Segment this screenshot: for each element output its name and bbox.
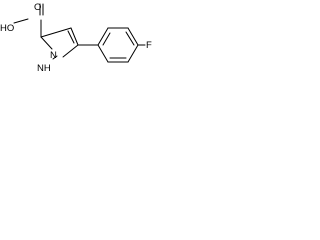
bond-oh-c [13,18,29,24]
bond-c4-c3 [40,27,72,38]
bond-c5-c4-inner [67,30,75,44]
carbonyl-oxygen-label: O [34,2,41,13]
ring-nh-label: NH [37,63,51,74]
molecule-svg: HO O N NH F [0,2,152,74]
bond-c3-n2 [40,36,53,50]
bond-benzene-1 [97,27,109,46]
ring-nitrogen-label: N [50,50,57,61]
bond-c5-c4 [70,27,79,46]
bond-benzene-inner-1 [102,32,111,46]
fluorine-label: F [146,40,152,51]
hydroxyl-label: HO [0,23,14,34]
bond-benzene-3 [127,27,139,46]
bond-n2-n1 [52,55,58,60]
bond-benzene-6 [97,44,109,63]
structure-diagram: HO O N NH F [0,0,163,82]
bond-benzene-4 [127,44,139,63]
bond-n1-c5 [62,44,79,58]
bond-benzene-inner-2 [125,31,135,46]
